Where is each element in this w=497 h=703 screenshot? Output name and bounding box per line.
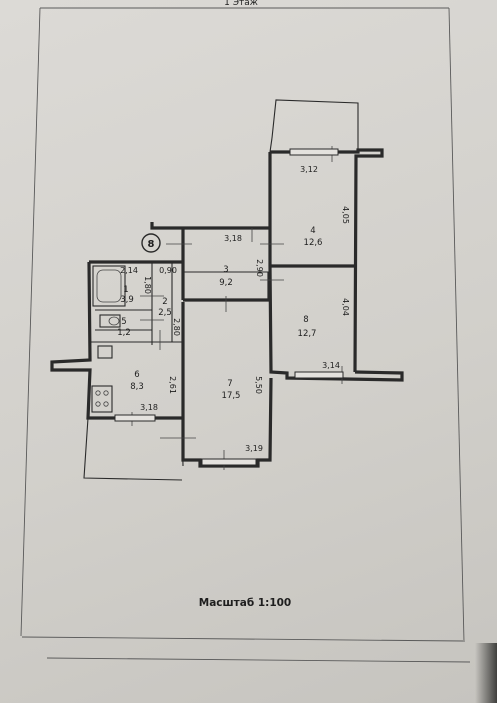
room-8-area: 12,7 [298, 329, 317, 339]
dimension-labels: 3,12 4,05 3,18 2,90 4,04 3,14 2,14 0,90 … [120, 165, 350, 453]
room-7-number: 7 [227, 379, 232, 389]
dimension-label: 4,05 [341, 206, 350, 224]
section-marker-label: 8 [148, 239, 155, 250]
stove [91, 385, 113, 413]
interior-walls [90, 146, 343, 470]
room-3-area: 9,2 [219, 278, 233, 288]
dimension-label: 1,80 [143, 276, 152, 294]
room-5-area: 1,2 [117, 328, 131, 338]
room-6-number: 6 [134, 370, 139, 380]
section-marker: 8 [141, 233, 161, 253]
room-labels: 1 3,9 2 2,5 3 9,2 4 12,6 5 1,2 6 8,3 7 1… [117, 226, 322, 401]
dimension-label: 2,61 [168, 376, 177, 394]
dimension-label: 2,90 [255, 259, 264, 277]
page-shadow [475, 643, 497, 703]
room-7-area: 17,5 [222, 391, 241, 401]
scale-label: Масштаб 1:100 [199, 597, 292, 609]
room-3-number: 3 [223, 265, 228, 275]
room-1-number: 1 [123, 285, 128, 295]
sheet-frame [20, 7, 471, 663]
fixtures [91, 265, 126, 413]
kitchen-sink [97, 345, 113, 359]
room-5-number: 5 [121, 317, 126, 327]
windows [114, 148, 344, 466]
bathtub [92, 265, 126, 307]
room-4-number: 4 [310, 226, 315, 236]
toilet [99, 314, 121, 328]
room-2-area: 2,5 [158, 308, 172, 318]
room-1-area: 3,9 [120, 295, 134, 305]
dimension-label: 3,18 [224, 234, 242, 243]
floor-label: 1 Этаж [224, 0, 258, 8]
room-6-area: 8,3 [130, 382, 144, 392]
room-2-number: 2 [162, 297, 167, 307]
room-8-number: 8 [303, 315, 308, 325]
balcony-top [269, 99, 359, 153]
dimension-label: 3,14 [322, 361, 340, 370]
dimension-label: 2,14 [120, 266, 138, 275]
dimension-label: 3,18 [140, 403, 158, 412]
dimension-label: 3,12 [300, 165, 318, 174]
dimension-label: 3,19 [245, 444, 263, 453]
outer-walls [50, 148, 404, 481]
dimension-label: 0,90 [159, 266, 177, 275]
dimension-label: 2,80 [172, 318, 181, 336]
dimension-label: 5,50 [254, 376, 263, 394]
room-4-area: 12,6 [304, 238, 323, 248]
dimension-label: 4,04 [341, 298, 350, 316]
